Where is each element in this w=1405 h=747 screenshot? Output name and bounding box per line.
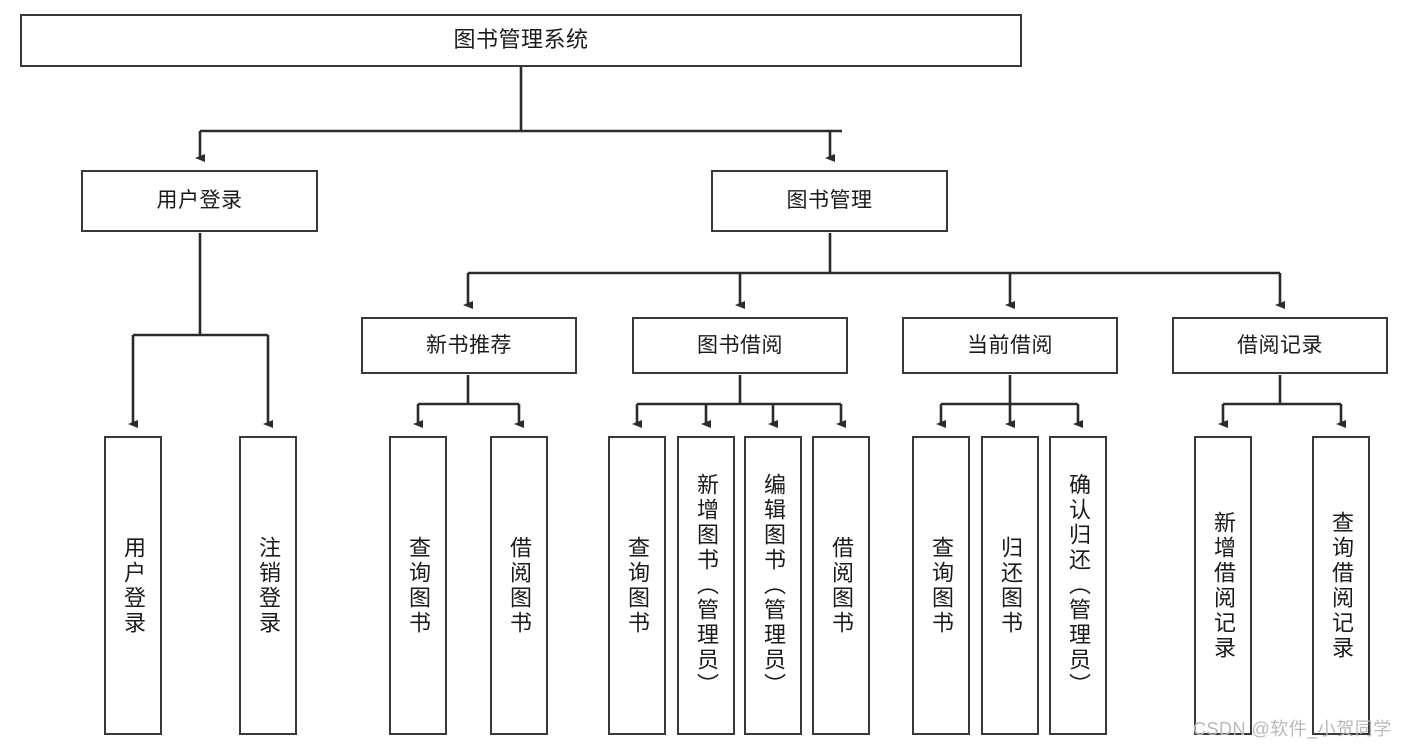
- node-label: 注销登录: [256, 535, 281, 636]
- node-label: 查询借阅记录: [1329, 510, 1354, 661]
- node-label: 图书管理系统: [453, 27, 589, 53]
- node-label: 图书借阅: [697, 333, 783, 357]
- node-root-system[interactable]: 图书管理系统: [20, 14, 1022, 67]
- node-label: 确认归还（管理员）: [1066, 473, 1091, 698]
- leaf-user-login-login[interactable]: 用户登录: [104, 436, 162, 735]
- leaf-current-query-book[interactable]: 查询图书: [912, 436, 970, 735]
- node-label: 查询图书: [625, 535, 650, 636]
- leaf-current-return-book[interactable]: 归还图书: [981, 436, 1039, 735]
- node-label: 新增图书（管理员）: [694, 473, 719, 698]
- node-book-management[interactable]: 图书管理: [711, 170, 948, 232]
- leaf-borrow-query-book[interactable]: 查询图书: [608, 436, 666, 735]
- watermark-text: CSDN @软件_小贺同学: [1193, 719, 1392, 739]
- node-label: 用户登录: [121, 535, 146, 636]
- leaf-current-confirm-return-admin[interactable]: 确认归还（管理员）: [1049, 436, 1107, 735]
- leaf-record-query-record[interactable]: 查询借阅记录: [1312, 436, 1370, 735]
- node-label: 新书推荐: [426, 333, 512, 357]
- leaf-recommend-query-book[interactable]: 查询图书: [389, 436, 447, 735]
- leaf-record-add-record[interactable]: 新增借阅记录: [1194, 436, 1252, 735]
- node-label: 借阅图书: [829, 535, 854, 636]
- node-label: 借阅图书: [507, 535, 532, 636]
- node-label: 编辑图书（管理员）: [761, 473, 786, 698]
- node-label: 新增借阅记录: [1211, 510, 1236, 661]
- node-user-login[interactable]: 用户登录: [81, 170, 318, 232]
- node-borrow-record[interactable]: 借阅记录: [1172, 317, 1388, 374]
- node-label: 查询图书: [406, 535, 431, 636]
- node-label: 查询图书: [929, 535, 954, 636]
- leaf-borrow-add-book-admin[interactable]: 新增图书（管理员）: [677, 436, 735, 735]
- node-label: 借阅记录: [1237, 333, 1323, 357]
- node-label: 归还图书: [998, 535, 1023, 636]
- leaf-recommend-borrow-book[interactable]: 借阅图书: [490, 436, 548, 735]
- leaf-user-login-logout[interactable]: 注销登录: [239, 436, 297, 735]
- node-book-borrow[interactable]: 图书借阅: [632, 317, 848, 374]
- node-label: 图书管理: [786, 189, 873, 213]
- node-label: 用户登录: [156, 189, 243, 213]
- node-new-book-recommend[interactable]: 新书推荐: [361, 317, 577, 374]
- leaf-borrow-borrow-book[interactable]: 借阅图书: [812, 436, 870, 735]
- node-current-borrow[interactable]: 当前借阅: [902, 317, 1118, 374]
- node-label: 当前借阅: [967, 333, 1053, 357]
- leaf-borrow-edit-book-admin[interactable]: 编辑图书（管理员）: [744, 436, 802, 735]
